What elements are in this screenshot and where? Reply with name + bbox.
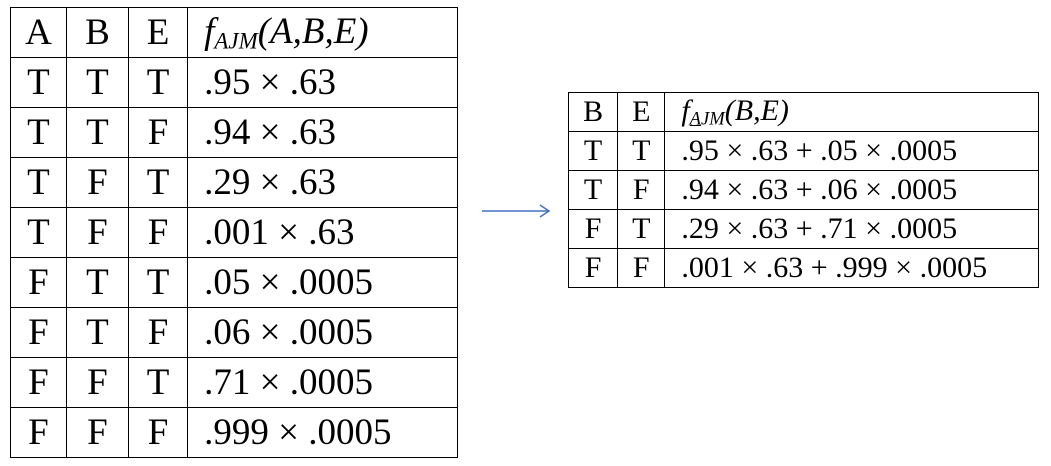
factor-subscript: AJM: [690, 108, 725, 129]
cell-f: .001 × .63: [187, 207, 458, 258]
cell-b: F: [65, 157, 129, 208]
table-header-row: B E fAJM(B,E): [567, 92, 1039, 132]
table-header-row: A B E fAJM(A,B,E): [10, 7, 458, 58]
cell-f: .29 × .63: [187, 157, 458, 208]
cell-b: F: [65, 407, 129, 458]
header-factor: fAJM(B,E): [664, 92, 1039, 132]
arrow-right-icon: [482, 204, 551, 218]
cell-e: T: [127, 257, 189, 308]
cell-b: F: [567, 209, 619, 249]
cell-b: T: [65, 107, 129, 158]
cell-f: .94 × .63: [187, 107, 458, 158]
cell-e: T: [617, 209, 666, 249]
header-e: E: [127, 7, 189, 58]
cell-e: F: [617, 248, 666, 288]
cell-e: T: [127, 57, 189, 108]
cell-a: F: [10, 357, 67, 408]
cell-b: T: [567, 170, 619, 210]
cell-f: .06 × .0005: [187, 307, 458, 358]
cell-f: .001 × .63 + .999 × .0005: [664, 248, 1039, 288]
cell-e: F: [127, 207, 189, 258]
cell-a: T: [10, 157, 67, 208]
cell-e: F: [127, 407, 189, 458]
cell-a: F: [10, 407, 67, 458]
cell-f: .29 × .63 + .71 × .0005: [664, 209, 1039, 249]
factor-args: (A,B,E): [257, 11, 369, 53]
cell-a: F: [10, 307, 67, 358]
cell-e: T: [127, 357, 189, 408]
cell-b: T: [65, 307, 129, 358]
header-e: E: [617, 92, 666, 132]
factor-name: f: [681, 93, 690, 127]
cell-a: T: [10, 107, 67, 158]
cell-b: F: [65, 207, 129, 258]
factor-subscript: AJM: [214, 28, 258, 54]
header-b: B: [567, 92, 619, 132]
factor-args: (B,E): [724, 93, 789, 127]
header-b: B: [65, 7, 129, 58]
factor-name: f: [204, 11, 215, 53]
header-a: A: [10, 7, 67, 58]
cell-b: F: [567, 248, 619, 288]
factor-subscript-underlined: A: [689, 108, 702, 130]
cell-a: F: [10, 257, 67, 308]
factor-subscript-rest: JM: [701, 108, 725, 130]
cell-f: .999 × .0005: [187, 407, 458, 458]
cell-e: F: [127, 307, 189, 358]
cell-e: F: [617, 170, 666, 210]
cell-f: .95 × .63 + .05 × .0005: [664, 131, 1039, 171]
cell-b: T: [567, 131, 619, 171]
cell-e: T: [617, 131, 666, 171]
cell-f: .71 × .0005: [187, 357, 458, 408]
cell-e: F: [127, 107, 189, 158]
cell-f: .94 × .63 + .06 × .0005: [664, 170, 1039, 210]
cell-b: T: [65, 57, 129, 108]
header-factor: fAJM(A,B,E): [187, 7, 458, 58]
cell-f: .05 × .0005: [187, 257, 458, 308]
cell-b: F: [65, 357, 129, 408]
cell-f: .95 × .63: [187, 57, 458, 108]
cell-a: T: [10, 207, 67, 258]
cell-e: T: [127, 157, 189, 208]
cell-b: T: [65, 257, 129, 308]
cell-a: T: [10, 57, 67, 108]
